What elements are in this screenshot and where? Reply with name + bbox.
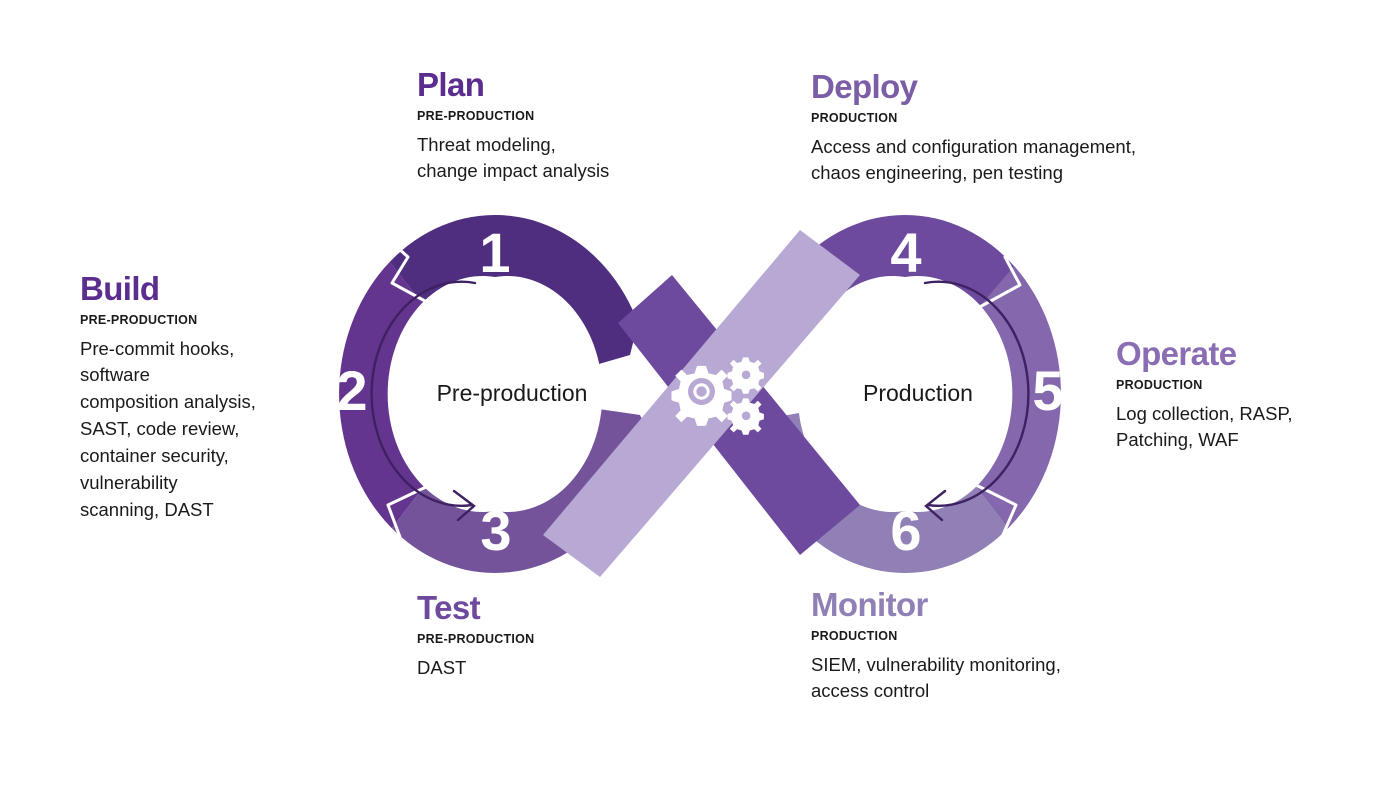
gears-icon xyxy=(671,357,764,435)
callout-build-stage: PRE-PRODUCTION xyxy=(80,312,198,327)
flow-arrows xyxy=(370,280,1030,522)
callout-test-description: DAST xyxy=(417,656,467,678)
right-loop-arrowhead xyxy=(924,489,947,522)
callout-deploy-title: Deploy xyxy=(811,68,918,105)
callout-monitor-description: SIEM, vulnerability monitoring, access c… xyxy=(811,653,1061,702)
callout-plan-description: Threat modeling, change impact analysis xyxy=(417,133,610,182)
right-loop-arrow xyxy=(923,280,1030,507)
right-loop-center-label: Production xyxy=(863,380,973,406)
callout-deploy-description: Access and configuration management, cha… xyxy=(811,135,1136,184)
loop-segment-2 xyxy=(339,225,495,567)
callout-operate-title: Operate xyxy=(1116,335,1237,372)
callout-monitor-title: Monitor xyxy=(811,586,928,623)
callout-test: Test PRE-PRODUCTION DAST xyxy=(417,589,717,681)
callout-build-title: Build xyxy=(80,270,160,307)
divider-1-2 xyxy=(368,221,448,315)
segment-number-6: 6 xyxy=(890,499,921,562)
left-loop-arrow xyxy=(370,280,477,507)
divider-4-5 xyxy=(964,223,1043,317)
callout-deploy-stage: PRODUCTION xyxy=(811,110,898,125)
left-loop-arrowhead xyxy=(452,489,476,522)
segment-number-4: 4 xyxy=(890,221,921,284)
callout-deploy: Deploy PRODUCTION Access and configurati… xyxy=(811,68,1281,187)
callout-build-description: Pre-commit hooks, software composition a… xyxy=(80,337,256,520)
divider-5-6 xyxy=(959,475,1046,567)
callout-operate-stage: PRODUCTION xyxy=(1116,377,1203,392)
segment-number-2: 2 xyxy=(336,359,367,422)
callout-operate: Operate PRODUCTION Log collection, RASP,… xyxy=(1116,335,1376,454)
left-loop-center-label: Pre-production xyxy=(437,380,588,406)
callout-monitor-stage: PRODUCTION xyxy=(811,628,898,643)
segment-number-1: 1 xyxy=(479,221,510,284)
callout-test-stage: PRE-PRODUCTION xyxy=(417,631,535,646)
devsecops-infinity-loop: 1 2 3 4 5 6 Pre-production Production xyxy=(336,214,1064,577)
callout-test-title: Test xyxy=(417,589,481,626)
callout-plan: Plan PRE-PRODUCTION Threat modeling, cha… xyxy=(417,66,747,185)
callout-plan-title: Plan xyxy=(417,66,485,103)
callout-build: Build PRE-PRODUCTION Pre-commit hooks, s… xyxy=(80,270,335,523)
callout-plan-stage: PRE-PRODUCTION xyxy=(417,108,535,123)
callout-monitor: Monitor PRODUCTION SIEM, vulnerability m… xyxy=(811,586,1211,705)
segment-number-3: 3 xyxy=(480,499,511,562)
callout-operate-description: Log collection, RASP, Patching, WAF xyxy=(1116,402,1293,451)
segment-number-5: 5 xyxy=(1032,359,1063,422)
